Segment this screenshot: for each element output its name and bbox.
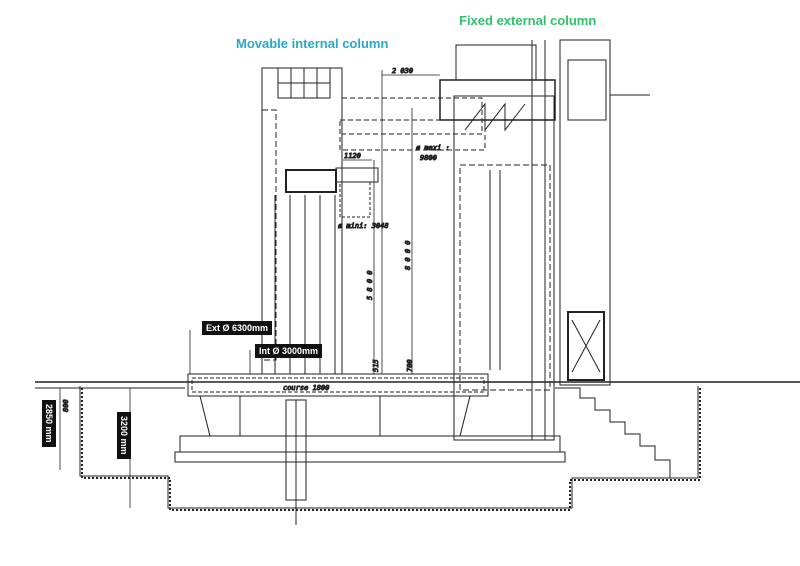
ground-line	[35, 381, 800, 389]
int-diameter-label: Int Ø 3000mm	[255, 344, 323, 358]
dim-800: 800	[62, 399, 70, 412]
stairs	[555, 387, 671, 478]
dim-515: 515	[372, 359, 380, 372]
depth-2850-label: 2850 mm	[42, 400, 56, 447]
fixed-column	[439, 39, 650, 441]
movable-column	[261, 67, 379, 375]
dim-700: 700	[406, 359, 414, 372]
dim-max-value: 9800	[420, 154, 437, 162]
fixed-column-title: Fixed external column	[459, 13, 597, 28]
boring-arm	[339, 97, 486, 151]
dim-min: ø mini: 3048	[338, 222, 389, 230]
dim-1120: 1120	[344, 152, 361, 160]
movable-column-title: Movable internal column	[236, 36, 389, 51]
pit-wall	[79, 386, 699, 509]
turntable-base	[174, 373, 566, 525]
dim-5800: 5 8 0 0	[366, 270, 374, 300]
dim-course: course 1800	[283, 384, 329, 392]
pit	[81, 388, 701, 511]
dim-max-label: ø maxi :	[416, 144, 450, 152]
dimension-lines	[59, 70, 440, 508]
dim-8000: 8 0 0 0	[404, 240, 412, 270]
depth-3200-label: 3200 mm	[117, 412, 131, 459]
dim-2030: 2 030	[392, 67, 413, 75]
ext-diameter-label: Ext Ø 6300mm	[202, 321, 273, 335]
